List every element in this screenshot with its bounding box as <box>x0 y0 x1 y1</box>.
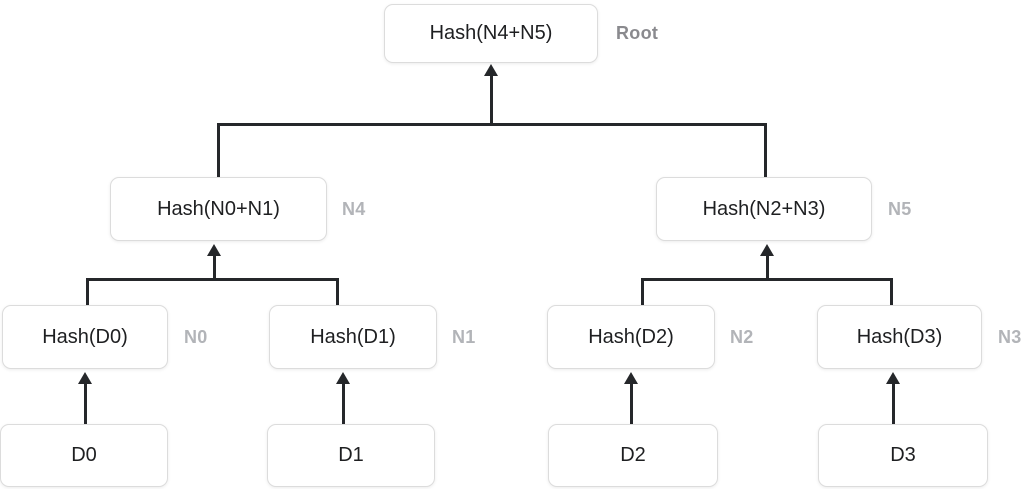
arrowhead-up-n0 <box>78 372 92 384</box>
node-n2: Hash(D2) <box>547 305 715 369</box>
label-n5: N5 <box>888 199 912 219</box>
label-n2: N2 <box>730 327 754 347</box>
arrowhead-up-n1 <box>336 372 350 384</box>
connector-n5-left-leg <box>641 278 644 305</box>
arrowhead-up-n3 <box>886 372 900 384</box>
connector-d3-stem <box>892 382 895 424</box>
arrowhead-up-n2 <box>624 372 638 384</box>
connector-root-left-leg <box>217 123 220 177</box>
connector-root-stem <box>490 74 493 123</box>
connector-n5-stem <box>766 254 769 278</box>
connector-n5-rail <box>641 278 893 281</box>
node-n0: Hash(D0) <box>2 305 168 369</box>
connector-d2-stem <box>630 382 633 424</box>
label-n1: N1 <box>452 327 476 347</box>
connector-d0-stem <box>84 382 87 424</box>
node-d1: D1 <box>267 424 435 487</box>
node-n3: Hash(D3) <box>817 305 982 369</box>
connector-root-right-leg <box>764 123 767 177</box>
connector-n4-right-leg <box>336 278 339 305</box>
connector-root-rail <box>217 123 767 126</box>
node-d3: D3 <box>818 424 988 487</box>
label-n0: N0 <box>184 327 208 347</box>
node-n5: Hash(N2+N3) <box>656 177 872 241</box>
label-root: Root <box>616 23 659 43</box>
label-n4: N4 <box>342 199 366 219</box>
node-n4: Hash(N0+N1) <box>110 177 327 241</box>
connector-n4-rail <box>86 278 338 281</box>
label-n3: N3 <box>998 327 1022 347</box>
connector-n5-right-leg <box>890 278 893 305</box>
node-root: Hash(N4+N5) <box>384 4 598 63</box>
arrowhead-up-n4 <box>207 244 221 256</box>
connector-n4-left-leg <box>86 278 89 305</box>
arrowhead-up-root <box>484 64 498 76</box>
node-d0: D0 <box>0 424 168 487</box>
arrowhead-up-n5 <box>760 244 774 256</box>
node-d2: D2 <box>548 424 718 487</box>
connector-n4-stem <box>213 254 216 278</box>
node-n1: Hash(D1) <box>269 305 437 369</box>
connector-d1-stem <box>342 382 345 424</box>
